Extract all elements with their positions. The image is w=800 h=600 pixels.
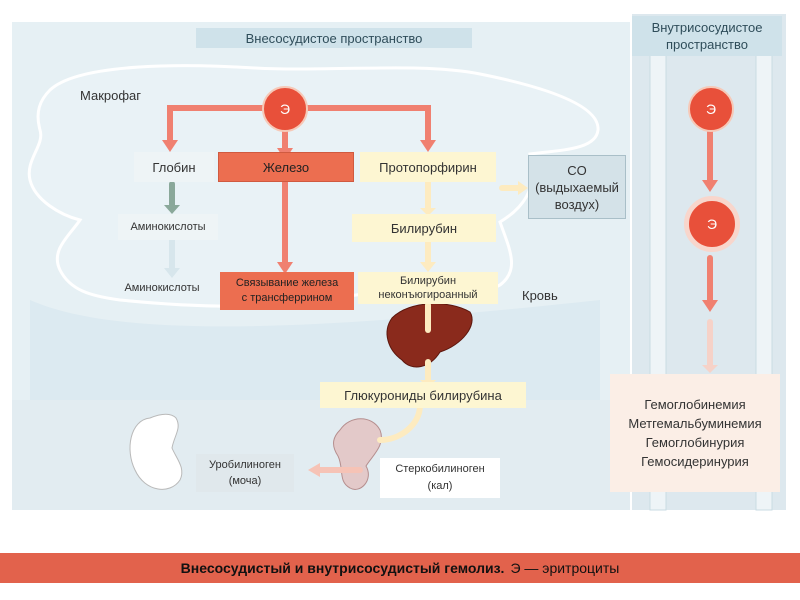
stercobilinogen-line: (кал)	[427, 480, 453, 492]
unconjugated-bilirubin-line: неконъюгироанный	[378, 289, 478, 301]
unconjugated-bilirubin-box: Билирубин неконъюгироанный	[358, 272, 498, 304]
amino-acids-box-1: Аминокислоты	[118, 214, 218, 240]
co-box-line: CO	[567, 162, 587, 178]
urobilinogen-line: (моча)	[228, 475, 262, 487]
amino-acids-box-2: Аминокислоты	[124, 282, 200, 294]
caption-bar: Внесосудистый и внутрисосудистый гемолиз…	[0, 553, 800, 583]
macrophage-label: Макрофаг	[80, 88, 142, 103]
co-box-line: воздух)	[554, 196, 600, 212]
condition-item: Гемоглобинурия	[645, 435, 745, 450]
iron-binding-line: с трансферрином	[241, 292, 333, 304]
stercobilinogen-line: Стеркобилиноген	[395, 463, 485, 475]
globin-box: Глобин	[134, 152, 214, 182]
co-box: CO (выдыхаемый воздух)	[528, 155, 626, 219]
co-box-line: (выдыхаемый	[535, 179, 619, 195]
intra-erythrocyte-2: Э	[684, 196, 740, 252]
glucuronides-box: Глюкурониды билирубина	[320, 382, 526, 408]
extravascular-header: Внесосудистое пространство	[196, 28, 472, 48]
urobilinogen-line: Уробилиноген	[209, 459, 281, 471]
bilirubin-box: Билирубин	[352, 214, 496, 242]
kidney-illustration	[129, 413, 183, 490]
extra-erythrocyte: Э	[262, 86, 308, 132]
stercobilinogen-box: Стеркобилиноген (кал)	[380, 458, 500, 498]
condition-item: Гемоглобинемия	[644, 397, 746, 412]
urobilinogen-box: Уробилиноген (моча)	[196, 454, 294, 492]
condition-item: Гемосидеринурия	[641, 454, 749, 469]
caption-title: Внесосудистый и внутрисосудистый гемолиз…	[180, 560, 505, 576]
caption-note: Э — эритроциты	[510, 560, 620, 576]
condition-item: Метгемальбуминемия	[628, 416, 762, 431]
protoporphyrin-box: Протопорфирин	[360, 152, 496, 182]
iron-binding-box: Связывание железа с трансферрином	[220, 272, 354, 310]
intravascular-header: Внутрисосудистое пространство	[632, 16, 782, 56]
unconjugated-bilirubin-line: Билирубин	[399, 275, 457, 287]
intra-erythrocyte-1: Э	[688, 86, 734, 132]
blood-label: Кровь	[522, 288, 558, 303]
iron-box: Железо	[218, 152, 354, 182]
iron-binding-line: Связывание железа	[235, 277, 339, 289]
